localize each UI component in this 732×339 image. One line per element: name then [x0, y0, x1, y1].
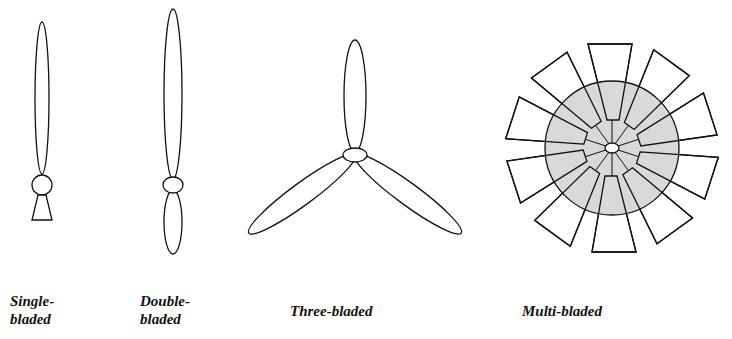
rotor-blade-outline	[592, 176, 636, 252]
type-label: Single-bladed	[10, 292, 72, 328]
rotor-blade-outline	[637, 93, 717, 146]
propeller-blade	[242, 146, 361, 242]
rotor-disc	[545, 81, 679, 215]
propeller-blade	[164, 190, 182, 254]
propeller-hub	[163, 177, 183, 193]
rotor-blade-outline	[623, 168, 693, 244]
type-label: Three-bladed	[290, 302, 372, 320]
propeller-blade	[164, 9, 182, 179]
type-label: Double-bladed	[140, 292, 210, 328]
propeller-blade	[35, 22, 49, 174]
rotor-blade-outline	[636, 152, 718, 199]
counterweight	[32, 195, 52, 220]
rotor-blade-outline	[624, 50, 689, 130]
rotor-blade-outline	[506, 97, 588, 144]
propeller-blade	[348, 146, 467, 242]
propeller-blade	[344, 40, 366, 152]
type-label: Multi-bladed	[522, 302, 602, 320]
propeller-hub	[32, 175, 52, 195]
rotor-blade-outline	[535, 167, 600, 247]
rotor-hub	[605, 143, 619, 153]
rotor-blade-outline	[507, 150, 587, 203]
propeller-hub	[343, 148, 367, 162]
rotor-blade-outline	[531, 52, 601, 128]
